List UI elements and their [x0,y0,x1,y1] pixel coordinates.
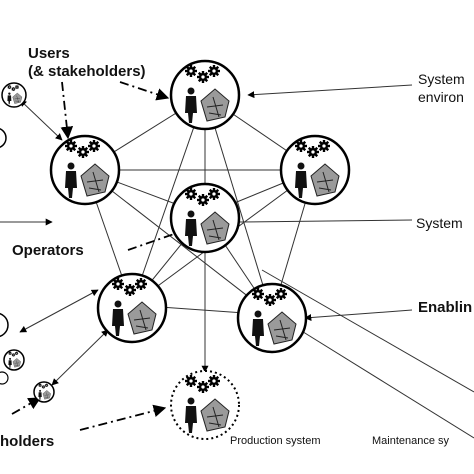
label-system-env-2: environ [418,89,464,105]
node-upper-right [279,134,351,206]
label-holders: holders [0,433,54,450]
small-node-left-low [33,381,55,403]
node-top [169,59,241,131]
label-production-system: Production system [230,435,320,447]
label-stakeholders: (& stakeholders) [28,63,146,80]
label-users: Users [28,45,70,62]
label-system-env-1: System [418,71,465,87]
label-operators: Operators [12,242,84,259]
node-upper-left [49,134,121,206]
label-system: System [416,215,463,231]
small-node-left-top [1,82,27,108]
node-production [170,370,240,440]
small-node-left-partial-3 [0,371,9,385]
small-node-left-partial-2 [0,312,9,338]
node-lower-left [96,272,168,344]
label-enabling: Enablin [418,299,472,316]
small-node-left-partial-1 [0,128,7,148]
small-node-left-mid [3,349,25,371]
node-center [169,182,241,254]
label-maintenance-system: Maintenance sy [372,435,450,447]
node-lower-right [236,282,308,354]
